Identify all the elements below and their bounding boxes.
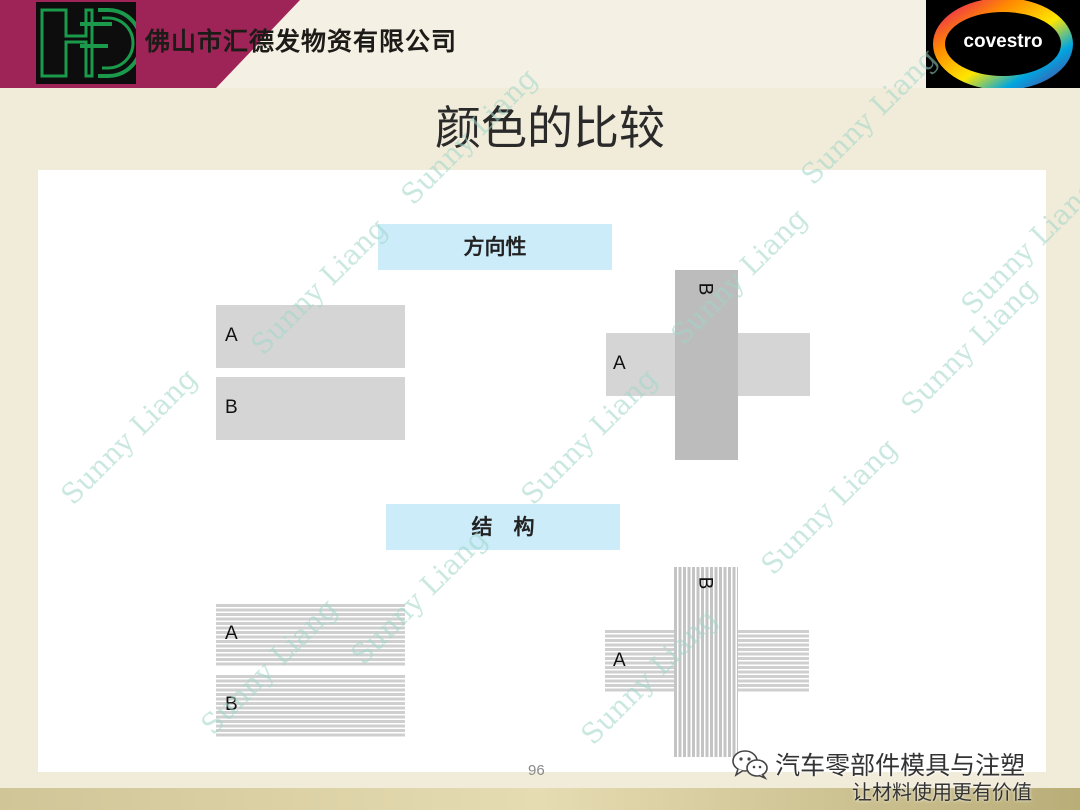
slide-title: 颜色的比较: [435, 101, 665, 155]
header-bar: 佛山市汇德发物资有限公司 covestro: [0, 0, 1080, 88]
swatch-a-structure: [216, 604, 405, 666]
page-number: 96: [528, 762, 545, 779]
cross-swatch-b: [675, 270, 738, 460]
covestro-logo: covestro: [926, 0, 1080, 88]
section-label-structure: 结 构: [386, 504, 620, 550]
section-label-direction: 方向性: [378, 224, 612, 270]
swatch-label-b: B: [225, 694, 238, 715]
footer-bar: [0, 788, 1080, 810]
swatch-label-b: B: [225, 397, 238, 418]
swatch-label-a: A: [225, 623, 238, 644]
cross-label-a: A: [613, 650, 626, 671]
swatch-label-a: A: [225, 325, 238, 346]
content-panel: 方向性 A B A B 结 构 A B A B: [38, 170, 1046, 772]
wechat-attribution: 汽车零部件模具与注塑: [730, 746, 1025, 782]
hfd-logo-icon: [36, 2, 136, 84]
covestro-wordmark: covestro: [963, 31, 1043, 52]
wechat-account-name: 汽车零部件模具与注塑: [775, 751, 1026, 780]
swatch-a-direction: [216, 305, 405, 368]
cross-swatch-b-structure: [674, 567, 738, 757]
cross-label-a: A: [613, 353, 626, 374]
company-name: 佛山市汇德发物资有限公司: [145, 27, 458, 56]
slogan: 让材料使用更有价值: [852, 780, 1032, 804]
cross-label-b: B: [694, 576, 716, 590]
swatch-b-direction: [216, 377, 405, 440]
wechat-icon: [732, 750, 768, 780]
color-ring-icon: [933, 0, 1073, 88]
cross-label-b: B: [694, 282, 716, 296]
swatch-b-structure: [216, 675, 405, 737]
